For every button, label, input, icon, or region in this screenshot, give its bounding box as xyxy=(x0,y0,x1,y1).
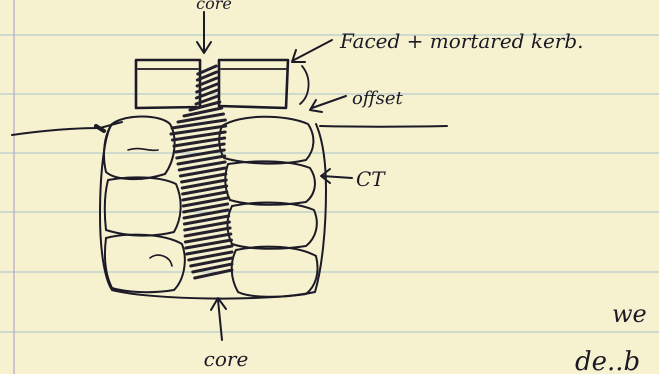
label-offset: offset xyxy=(352,88,403,109)
label-core-bottom: core xyxy=(204,347,249,371)
label-core-top: core xyxy=(196,0,232,13)
label-ct: CT xyxy=(356,167,386,191)
margin-note-2: de..b xyxy=(575,347,640,374)
margin-note-1: we xyxy=(612,300,647,328)
label-kerb: Faced + mortared kerb. xyxy=(339,29,584,53)
